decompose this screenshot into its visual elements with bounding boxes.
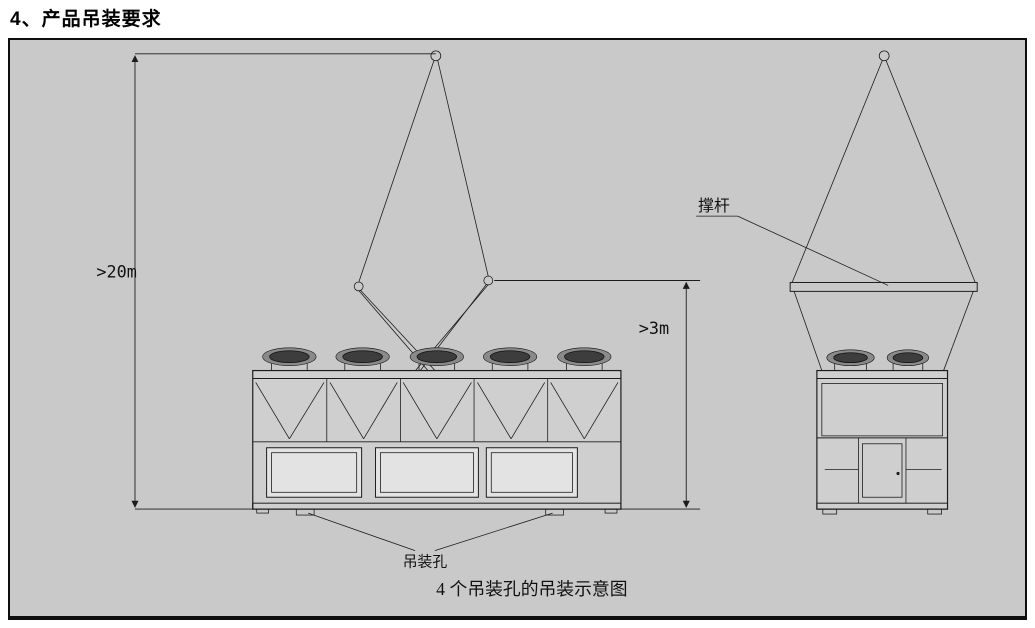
diagram-caption: 4 个吊装孔的吊装示意图 <box>436 579 627 599</box>
fan-row <box>826 349 930 371</box>
front-view: >20m >3m 吊装孔 <box>96 50 701 571</box>
diagram-panel: >20m >3m 吊装孔 <box>8 38 1027 620</box>
door-handle-icon <box>896 471 900 476</box>
base-rail <box>252 502 622 516</box>
hook-point-icon <box>878 50 890 62</box>
base-rail <box>816 502 949 515</box>
shackle-ring-right-icon <box>483 275 494 286</box>
chiller-unit-front <box>252 347 622 516</box>
spreader-bar-label: 撑杆 <box>698 197 730 215</box>
dimension-20m: >20m <box>96 53 436 510</box>
fan-icon <box>409 347 464 371</box>
chiller-unit-side <box>816 349 949 515</box>
fan-icon <box>826 349 875 371</box>
lifting-hole-label: 吊装孔 <box>403 554 448 571</box>
dimension-20m-label: >20m <box>96 262 137 282</box>
fan-row <box>262 347 612 371</box>
fan-icon <box>886 349 930 371</box>
service-door <box>862 443 903 498</box>
hook-point-icon <box>430 50 442 62</box>
page-title: 4、产品吊装要求 <box>10 9 162 30</box>
spreader-bar <box>789 281 978 292</box>
coil-section <box>255 378 619 442</box>
unit-frame <box>816 369 949 510</box>
shackle-ring-left-icon <box>353 281 364 292</box>
lifting-diagram: >20m >3m 吊装孔 <box>96 50 978 599</box>
dimension-3m-label: >3m <box>639 318 669 338</box>
fan-icon <box>483 347 538 371</box>
bar-to-unit-slings <box>793 291 974 371</box>
spreader-slings <box>791 60 976 283</box>
lifting-hole-callout: 吊装孔 <box>308 512 553 571</box>
side-view: 撑杆 <box>696 50 978 515</box>
lifting-hole-left <box>295 508 315 516</box>
side-panels <box>824 437 942 504</box>
fan-icon <box>262 347 317 371</box>
dimension-3m: >3m <box>494 280 701 510</box>
fan-icon <box>335 347 390 371</box>
fan-icon <box>557 347 612 371</box>
spreader-bar-callout: 撑杆 <box>696 197 889 286</box>
access-panels <box>266 447 578 498</box>
lifting-hole-right <box>545 508 564 516</box>
upper-slings <box>358 60 489 283</box>
